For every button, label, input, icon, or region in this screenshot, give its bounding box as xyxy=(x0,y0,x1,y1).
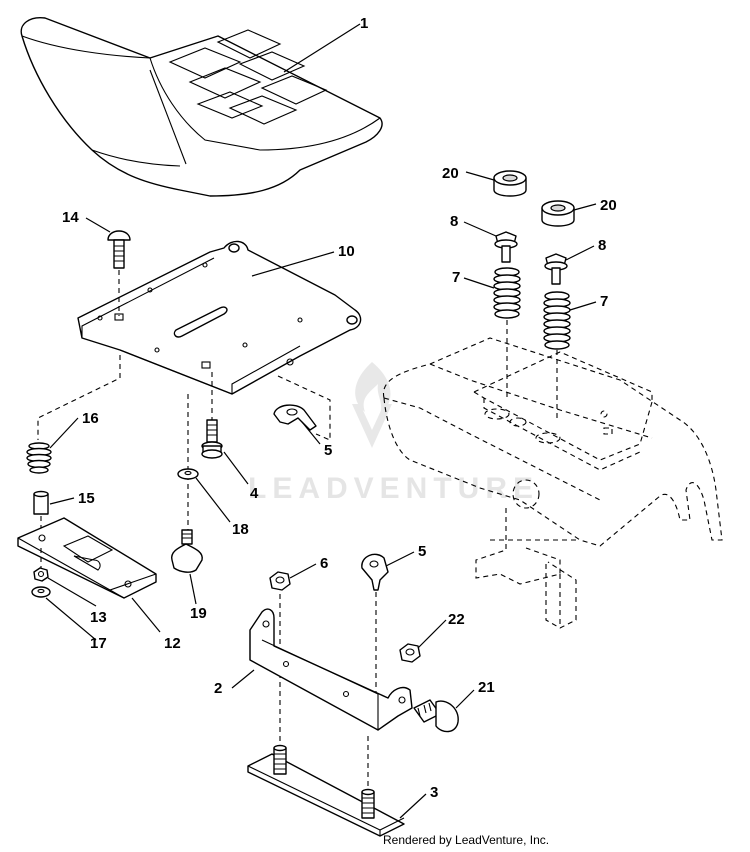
fender-frame-reference xyxy=(382,337,723,629)
spring-right xyxy=(543,291,571,350)
watermark-text: LEADVENTURE xyxy=(248,472,539,505)
hex-nut-6 xyxy=(269,571,291,591)
callout-1: 1 xyxy=(360,15,368,32)
seat xyxy=(20,17,383,197)
leader-lines xyxy=(45,23,597,819)
rubber-bumper-right xyxy=(541,200,575,227)
hex-nut-13 xyxy=(33,567,49,582)
flange-bolt-right xyxy=(544,253,568,285)
lock-nut xyxy=(399,643,421,663)
callout-labels: 1 2 3 4 5 5 6 7 7 8 8 10 12 13 14 15 16 … xyxy=(62,15,617,801)
rubber-bumper-left xyxy=(493,170,527,197)
flange-bolt-left xyxy=(494,231,518,263)
callout-8-left: 8 xyxy=(450,213,458,230)
callout-8-right: 8 xyxy=(598,237,606,254)
pivot-bolt xyxy=(413,699,459,733)
spring-clip-upper xyxy=(273,404,317,431)
callout-10: 10 xyxy=(338,243,355,260)
callout-4: 4 xyxy=(250,485,259,502)
flat-washer-18 xyxy=(177,468,199,480)
shoulder-bolt xyxy=(201,419,223,459)
callout-3: 3 xyxy=(430,784,438,801)
spacer xyxy=(33,490,49,515)
callout-2: 2 xyxy=(214,680,222,697)
slide-plate xyxy=(17,517,157,599)
callout-20-right: 20 xyxy=(600,197,617,214)
lock-washer-17 xyxy=(31,586,51,598)
spring-16 xyxy=(26,442,52,474)
callout-15: 15 xyxy=(78,490,95,507)
hinge-bracket xyxy=(249,608,413,731)
callout-14: 14 xyxy=(62,209,79,226)
base-plate xyxy=(247,744,405,837)
callout-19: 19 xyxy=(190,605,207,622)
callout-17: 17 xyxy=(90,635,107,652)
callout-13: 13 xyxy=(90,609,107,626)
callout-21: 21 xyxy=(478,679,495,696)
callout-7-left: 7 xyxy=(452,269,460,286)
callout-5-lower: 5 xyxy=(418,543,426,560)
callout-5-upper: 5 xyxy=(324,442,332,459)
callout-20-left: 20 xyxy=(442,165,459,182)
callout-12: 12 xyxy=(164,635,181,652)
callout-16: 16 xyxy=(82,410,99,427)
callout-18: 18 xyxy=(232,521,249,538)
render-credit: Rendered by LeadVenture, Inc. xyxy=(383,833,550,847)
callout-22: 22 xyxy=(448,611,465,628)
carriage-bolt xyxy=(107,230,131,269)
watermark-logo: LEADVENTURE xyxy=(248,362,539,505)
seat-pan xyxy=(77,240,362,395)
callout-6: 6 xyxy=(320,555,328,572)
callout-7-right: 7 xyxy=(600,293,608,310)
spring-clip-lower xyxy=(361,553,389,591)
adjustment-knob xyxy=(171,529,203,573)
spring-left xyxy=(493,267,521,319)
